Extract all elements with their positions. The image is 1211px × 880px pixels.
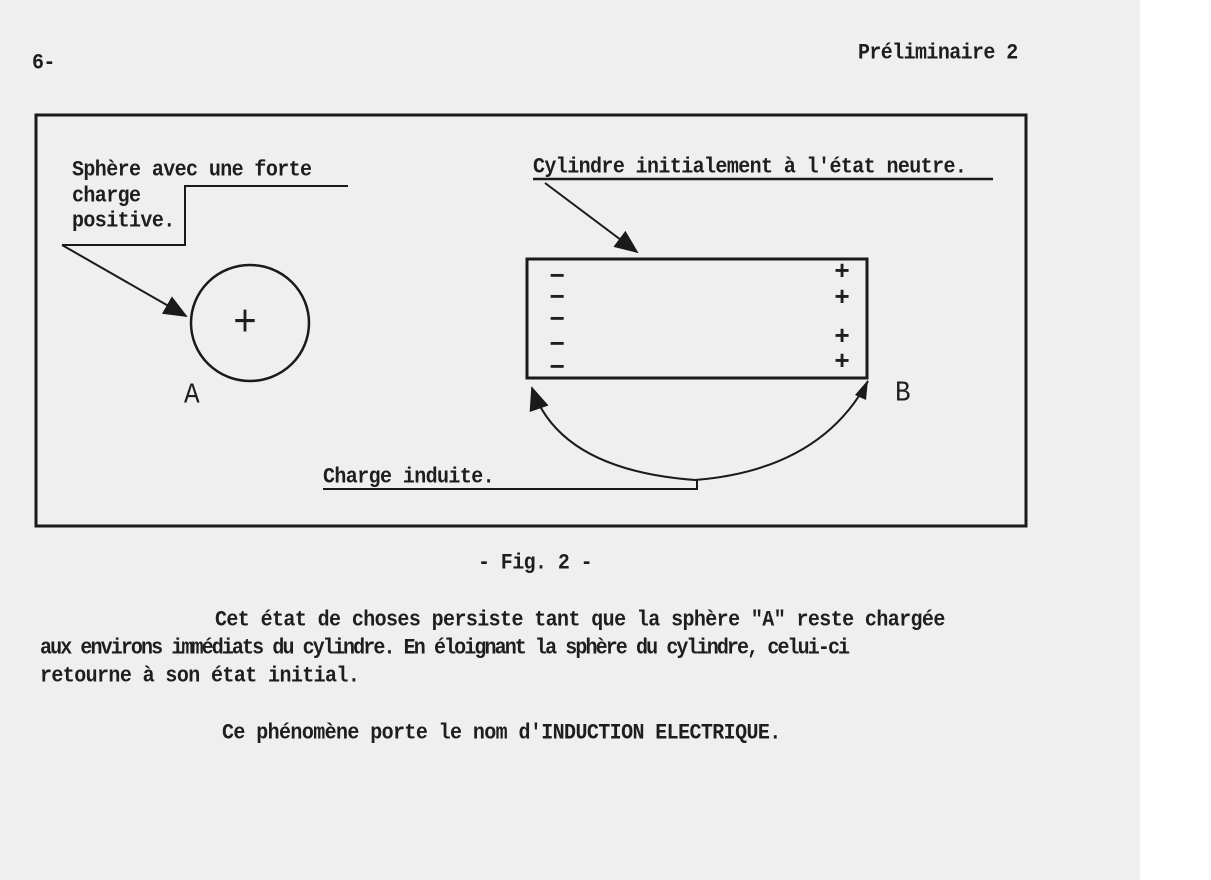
positive-charge: + <box>834 322 850 352</box>
induced-charge-label: Charge induite. <box>323 464 495 491</box>
figure-frame <box>34 113 1028 528</box>
page-number: 6- <box>32 50 55 77</box>
sphere-label-line: charge <box>72 183 141 210</box>
arc-arrowhead-right <box>855 380 868 400</box>
positive-charge: + <box>834 257 850 287</box>
negative-charge: − <box>549 305 565 335</box>
sphere-plus-sign: + <box>233 299 257 351</box>
negative-charge: − <box>549 353 565 383</box>
paragraph-line: Cet état de choses persiste tant que la … <box>215 607 945 634</box>
paragraph-line: aux environs immédiats du cylindre. En é… <box>40 635 850 662</box>
sphere-a <box>189 263 311 383</box>
conclusion-line: Ce phénomène porte le nom d'INDUCTION EL… <box>222 720 781 747</box>
sphere-name: A <box>184 377 200 412</box>
positive-charge: + <box>834 347 850 377</box>
negative-charge: − <box>549 283 565 313</box>
cylinder-arrow <box>544 182 639 254</box>
figure-caption: - Fig. 2 - <box>478 550 593 577</box>
induced-label-underline <box>323 480 698 490</box>
sphere-label-line: positive. <box>72 208 175 235</box>
sphere-arrow <box>61 244 188 317</box>
cylinder-label: Cylindre initialement à l'état neutre. <box>533 154 967 181</box>
sphere-callout-line <box>62 185 348 246</box>
sphere-label-line: Sphère avec une forte <box>72 157 312 184</box>
paragraph-line: retourne à son état initial. <box>40 663 360 690</box>
induced-charge-arc <box>529 380 869 482</box>
cylinder-name: B <box>895 375 911 410</box>
cylinder-b <box>525 257 869 380</box>
negative-charge: − <box>549 262 565 292</box>
section-title: Préliminaire 2 <box>858 40 1018 67</box>
positive-charge: + <box>834 283 850 313</box>
negative-charge: − <box>549 330 565 360</box>
